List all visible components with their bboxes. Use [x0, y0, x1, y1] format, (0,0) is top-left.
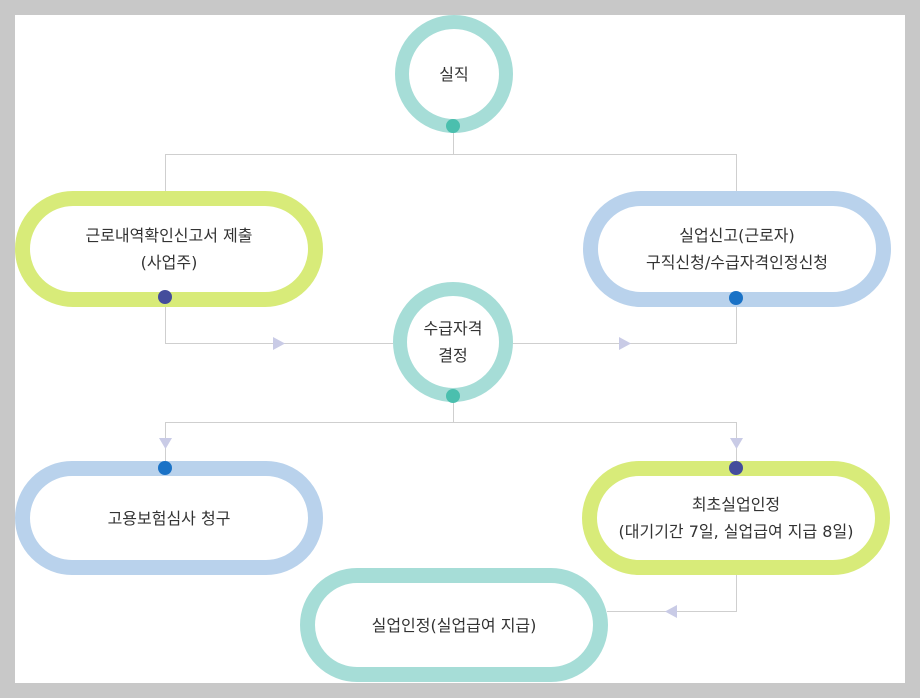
node-review-request: 고용보험심사 청구 — [15, 461, 323, 575]
dot-unemployment-bottom — [446, 119, 460, 133]
connector-employer-to-eligibility — [165, 300, 393, 344]
node-recognition-label: 실업인정(실업급여 지급) — [371, 615, 537, 635]
arrow-right-right — [619, 337, 631, 350]
node-worker-report-line1: 실업신고(근로자) — [679, 226, 795, 245]
dot-eligibility-bottom — [446, 389, 460, 403]
connector-eligibility-to-review — [165, 400, 454, 461]
dot-first-top — [729, 461, 743, 475]
arrow-down-left — [159, 438, 172, 449]
connector-unemployment-to-employer — [165, 133, 454, 191]
node-review-request-label: 고용보험심사 청구 — [107, 508, 231, 528]
connector-unemployment-to-worker — [453, 154, 737, 191]
connector-worker-to-eligibility — [512, 300, 737, 344]
node-eligibility-line1: 수급자격 — [423, 319, 483, 338]
node-unemployment-label: 실직 — [439, 64, 469, 84]
connector-lines — [159, 133, 743, 618]
node-employer-report: 근로내역확인신고서 제출 (사업주) — [15, 191, 323, 307]
connector-eligibility-to-first — [453, 422, 737, 461]
dot-worker-bottom — [729, 291, 743, 305]
dot-review-top — [158, 461, 172, 475]
node-eligibility-line2: 결정 — [438, 346, 468, 365]
connector-first-to-recognition — [607, 572, 737, 612]
node-employer-report-line2: (사업주) — [140, 253, 198, 272]
node-worker-report-line2: 구직신청/수급자격인정신청 — [645, 253, 829, 272]
node-recognition: 실업인정(실업급여 지급) — [300, 568, 608, 682]
node-first-recognition-line2: (대기기간 7일, 실업급여 지급 8일) — [618, 522, 854, 541]
diagram-frame: 실직 근로내역확인신고서 제출 (사업주) 실업신고(근로자) 구직신청/수급자… — [15, 15, 905, 683]
node-eligibility: 수급자격 결정 — [393, 282, 513, 402]
node-first-recognition: 최초실업인정 (대기기간 7일, 실업급여 지급 8일) — [582, 461, 890, 575]
node-worker-report: 실업신고(근로자) 구직신청/수급자격인정신청 — [583, 191, 891, 307]
dot-employer-bottom — [158, 290, 172, 304]
arrow-down-right — [730, 438, 743, 449]
node-first-recognition-line1: 최초실업인정 — [691, 495, 781, 514]
node-unemployment: 실직 — [395, 15, 513, 133]
node-employer-report-line1: 근로내역확인신고서 제출 — [85, 226, 253, 245]
arrow-left-bottom — [665, 605, 677, 618]
arrow-right-left — [273, 337, 285, 350]
